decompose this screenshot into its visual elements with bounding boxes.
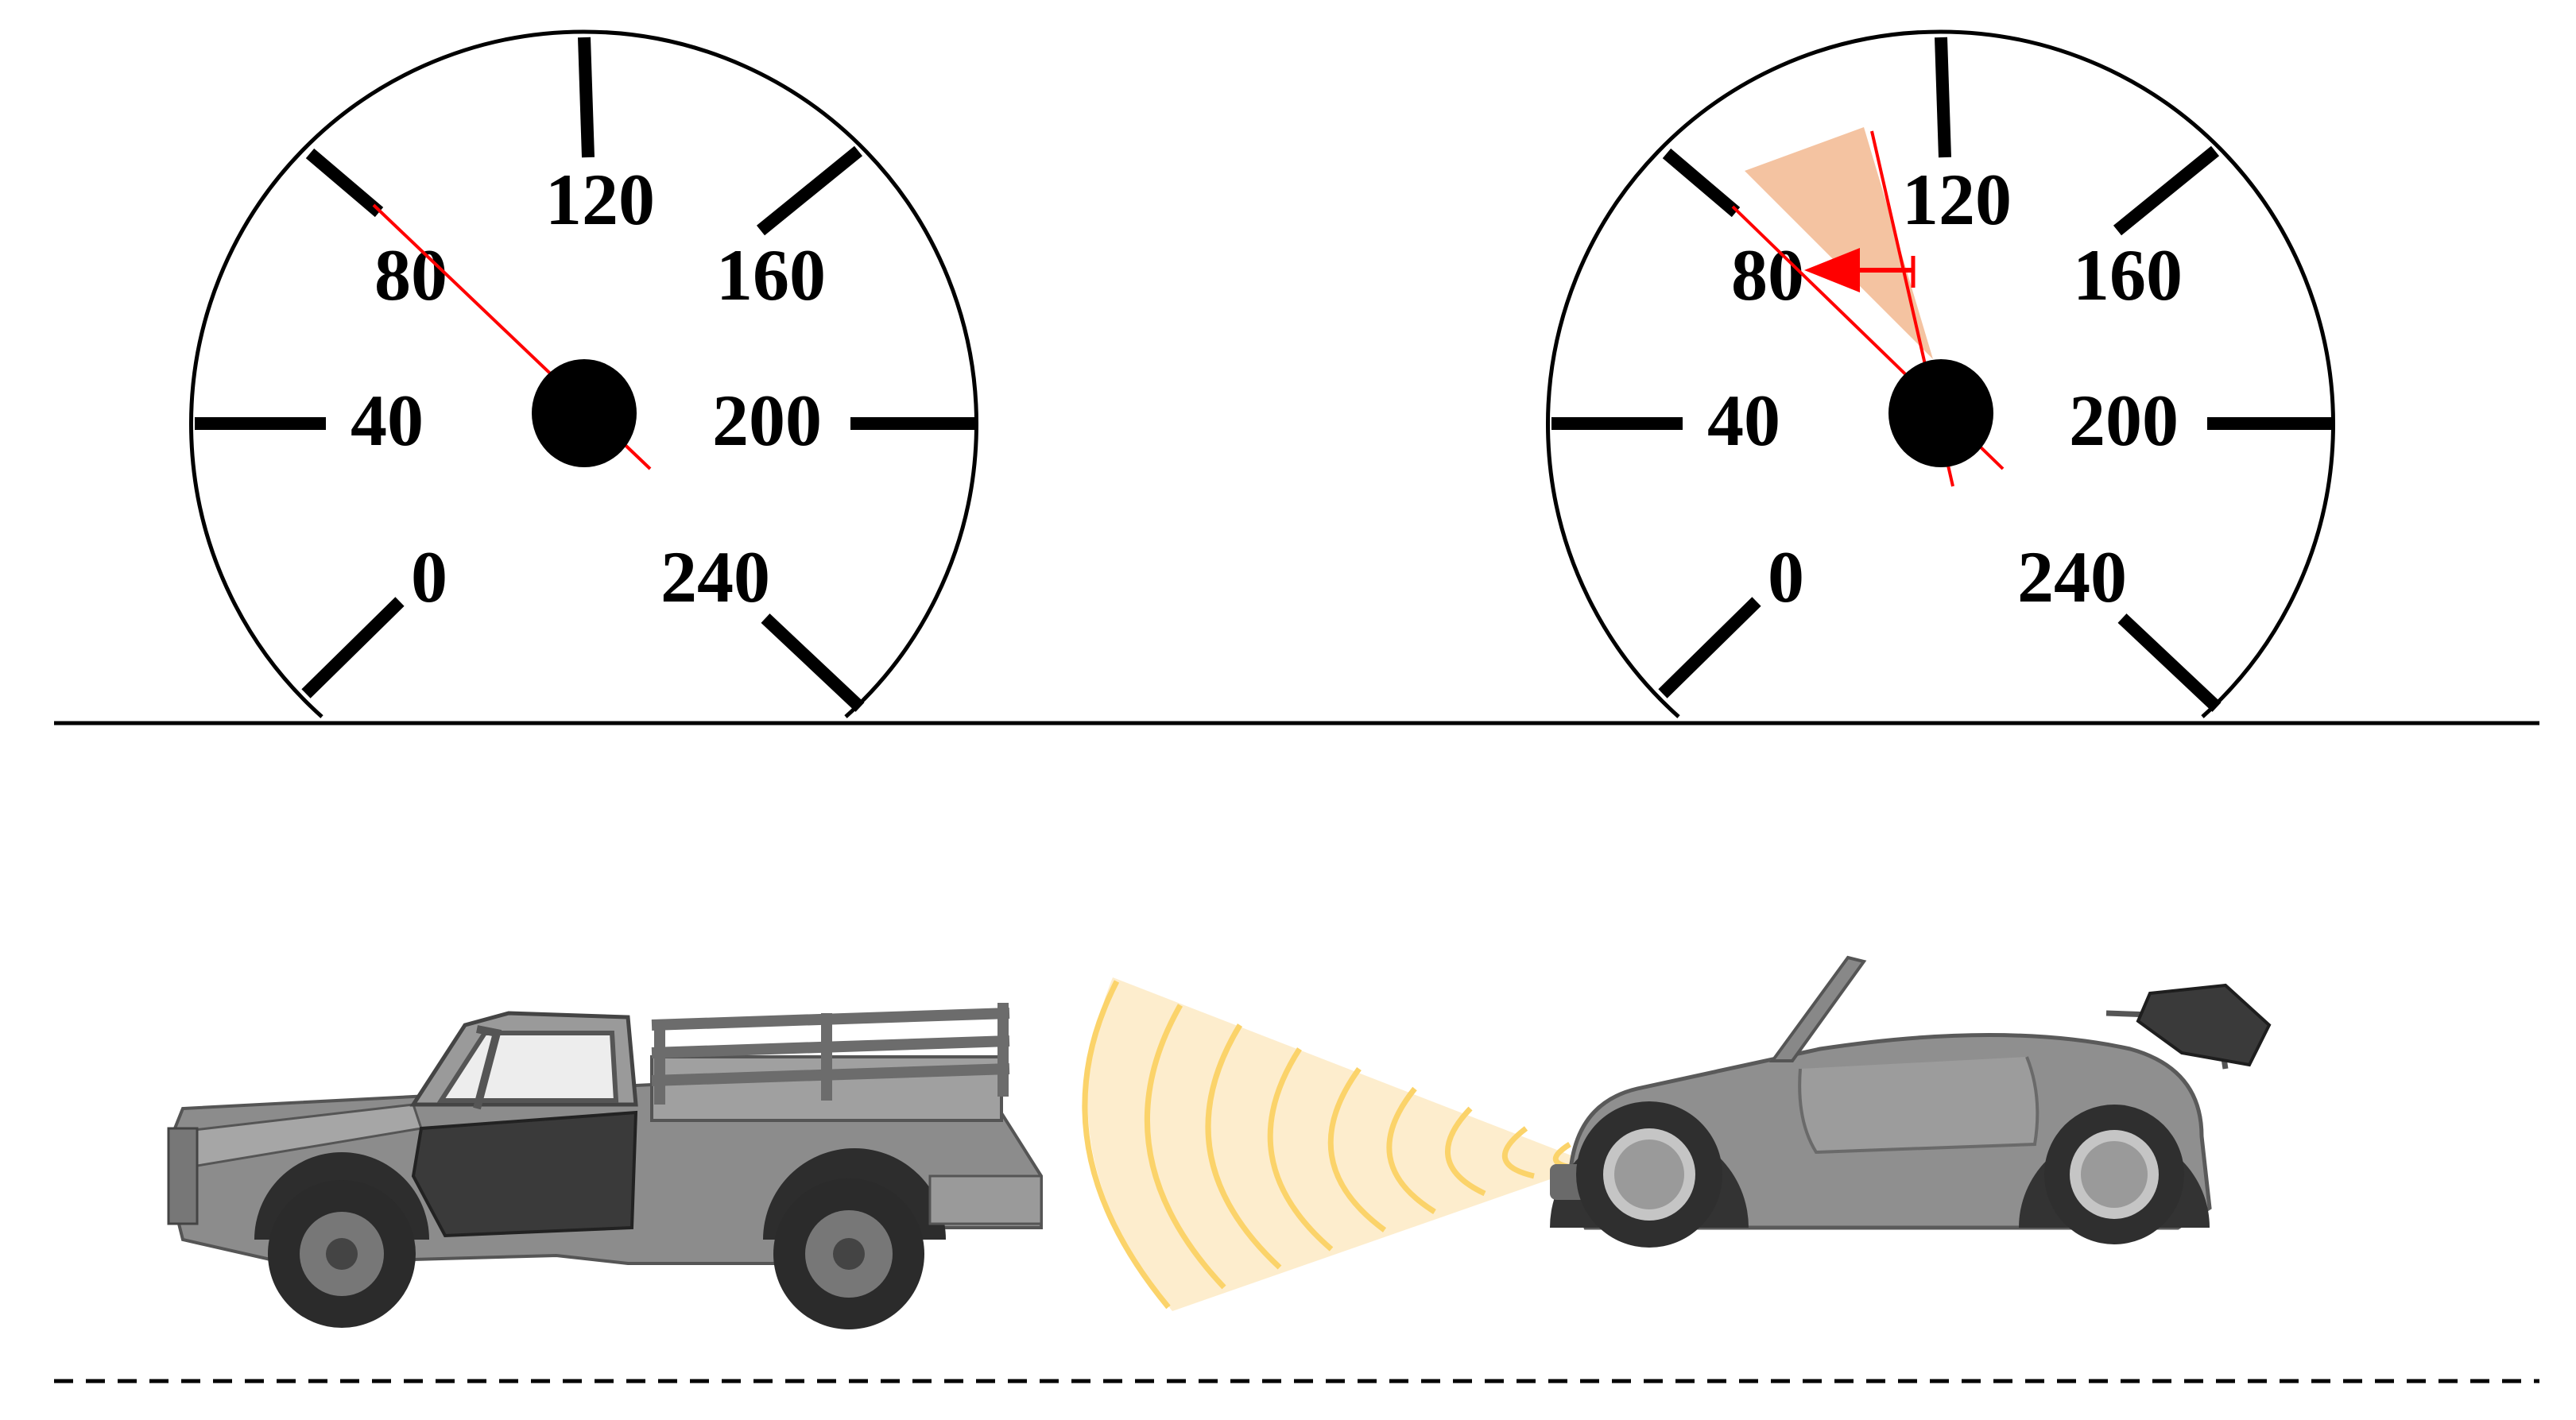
tick-label-160: 160 (2073, 234, 2183, 315)
tick-240 (2117, 613, 2222, 712)
radar-signal-cone (1082, 977, 1594, 1311)
deceleration-arrow (1804, 248, 1916, 292)
truck-rear-wheel (773, 1178, 924, 1329)
tick-label-160: 160 (716, 234, 826, 315)
tick-label-120: 120 (545, 159, 655, 240)
car-rear-wheel (1576, 1101, 1722, 1248)
car-front-wheel (2044, 1105, 2184, 1244)
tick-0 (301, 597, 405, 698)
tick-80 (1662, 148, 1741, 218)
tick-160 (2113, 145, 2220, 236)
pickup-truck (167, 1003, 1043, 1329)
tick-label-40: 40 (351, 380, 424, 461)
tick-label-80: 80 (1731, 234, 1804, 315)
speedometer-adjusted: 0 40 80 120 160 200 240 (1546, 29, 2335, 718)
arrow-head-icon (1804, 248, 1860, 292)
tick-label-200: 200 (712, 380, 822, 461)
speedometer-ticks (1551, 37, 2333, 712)
tick-120 (578, 37, 595, 158)
speedometer-dial-arc (1546, 29, 2335, 718)
tick-label-240: 240 (2017, 536, 2127, 617)
speedometer-dial-arc (189, 29, 978, 718)
tick-label-200: 200 (2069, 380, 2179, 461)
luggage-rack (2105, 983, 2272, 1070)
needle-hub (1888, 359, 1993, 467)
convertible-car (1550, 955, 2272, 1248)
speedometer-ticks (195, 37, 976, 712)
tick-80 (305, 148, 384, 218)
tick-120 (1935, 37, 1951, 158)
speedometer-labels: 0 40 80 120 160 200 240 (1707, 159, 2183, 617)
tick-0 (1658, 597, 1761, 698)
speed-adjustment-sector (1745, 127, 1933, 359)
tick-160 (756, 145, 863, 236)
tick-label-0: 0 (1768, 536, 1804, 617)
needle-hub (532, 359, 637, 467)
tick-label-120: 120 (1902, 159, 2012, 240)
tick-label-80: 80 (374, 234, 447, 315)
tick-240 (761, 613, 865, 712)
speedometer-labels: 0 40 80 120 160 200 240 (351, 159, 826, 617)
speedometer-current: 0 40 80 120 160 200 240 (189, 29, 978, 718)
tick-label-0: 0 (411, 536, 447, 617)
truck-front-wheel (268, 1180, 416, 1328)
tick-label-240: 240 (660, 536, 770, 617)
tick-label-40: 40 (1707, 380, 1780, 461)
